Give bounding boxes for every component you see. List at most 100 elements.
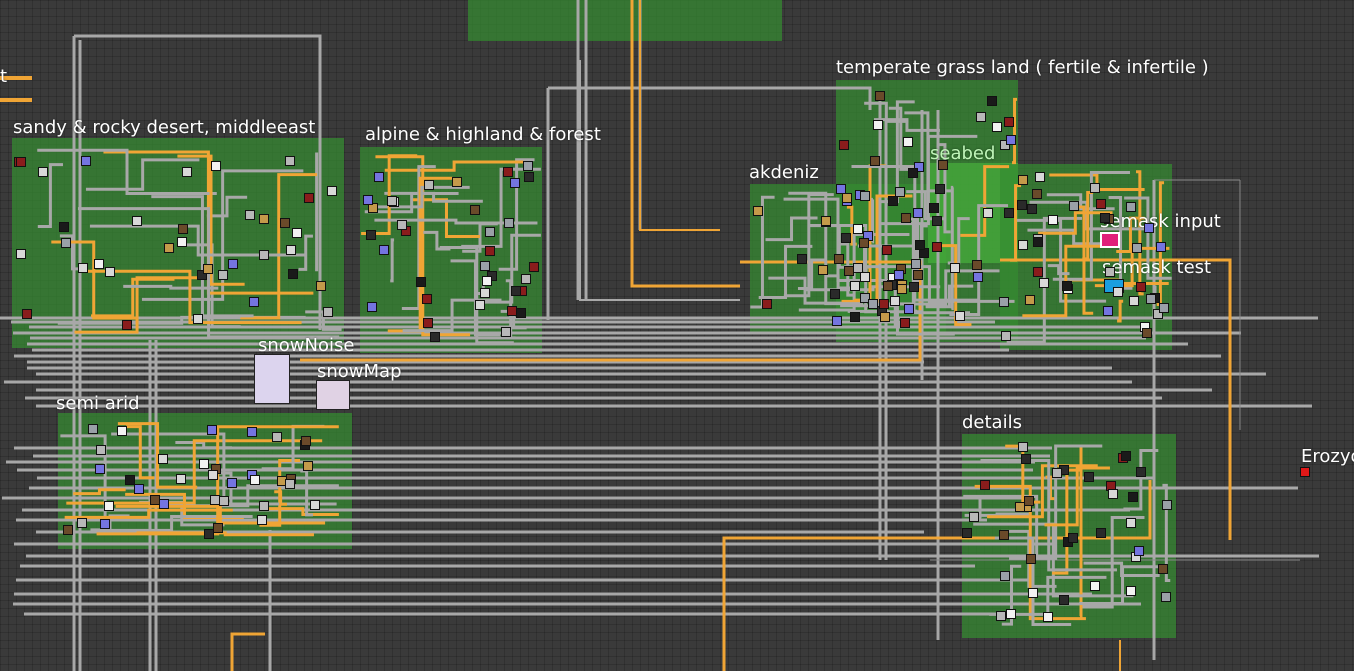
graph-node[interactable]	[853, 263, 863, 273]
graph-node[interactable]	[832, 316, 842, 326]
graph-node[interactable]	[868, 299, 878, 309]
graph-node[interactable]	[909, 282, 919, 292]
graph-node[interactable]	[913, 270, 923, 280]
snow-noise-node[interactable]	[254, 354, 290, 404]
graph-node[interactable]	[316, 281, 326, 291]
graph-node[interactable]	[363, 195, 373, 205]
graph-node[interactable]	[1018, 175, 1028, 185]
graph-node[interactable]	[932, 242, 942, 252]
graph-node[interactable]	[1128, 492, 1138, 502]
graph-node[interactable]	[880, 312, 890, 322]
graph-node[interactable]	[762, 299, 772, 309]
graph-node[interactable]	[842, 193, 852, 203]
graph-node[interactable]	[257, 515, 267, 525]
graph-node[interactable]	[1105, 267, 1115, 277]
graph-node[interactable]	[204, 529, 214, 539]
graph-node[interactable]	[860, 293, 870, 303]
graph-node[interactable]	[1103, 306, 1113, 316]
graph-node[interactable]	[1017, 200, 1027, 210]
graph-node[interactable]	[1043, 612, 1053, 622]
graph-node[interactable]	[511, 286, 521, 296]
graph-node[interactable]	[529, 262, 539, 272]
graph-node[interactable]	[247, 427, 257, 437]
graph-node[interactable]	[888, 196, 898, 206]
graph-node[interactable]	[999, 297, 1009, 307]
graph-node[interactable]	[1126, 202, 1136, 212]
graph-node[interactable]	[134, 484, 144, 494]
graph-node[interactable]	[895, 187, 905, 197]
graph-node[interactable]	[327, 186, 337, 196]
graph-node[interactable]	[875, 91, 885, 101]
graph-node[interactable]	[841, 233, 851, 243]
graph-node[interactable]	[882, 245, 892, 255]
graph-node[interactable]	[374, 172, 384, 182]
graph-node[interactable]	[911, 259, 921, 269]
graph-node[interactable]	[1069, 201, 1079, 211]
graph-node[interactable]	[1032, 189, 1042, 199]
graph-node[interactable]	[387, 196, 397, 206]
graph-node[interactable]	[935, 184, 945, 194]
graph-node[interactable]	[1026, 554, 1036, 564]
graph-node[interactable]	[839, 140, 849, 150]
graph-node[interactable]	[95, 464, 105, 474]
graph-node[interactable]	[1159, 303, 1169, 313]
graph-node[interactable]	[904, 304, 914, 314]
graph-node[interactable]	[1136, 282, 1146, 292]
graph-node[interactable]	[821, 216, 831, 226]
graph-node[interactable]	[203, 264, 213, 274]
graph-node[interactable]	[510, 178, 520, 188]
group-top-green[interactable]	[468, 0, 782, 41]
graph-node[interactable]	[523, 161, 533, 171]
graph-node[interactable]	[104, 501, 114, 511]
graph-node[interactable]	[962, 528, 972, 538]
graph-node[interactable]	[1153, 309, 1163, 319]
graph-node[interactable]	[211, 161, 221, 171]
graph-node[interactable]	[88, 424, 98, 434]
graph-node[interactable]	[1028, 588, 1038, 598]
graph-node[interactable]	[259, 214, 269, 224]
graph-node[interactable]	[834, 254, 844, 264]
graph-node[interactable]	[1052, 468, 1062, 478]
graph-node[interactable]	[853, 224, 863, 234]
graph-node[interactable]	[366, 230, 376, 240]
graph-node[interactable]	[1129, 296, 1139, 306]
graph-node[interactable]	[423, 318, 433, 328]
graph-node[interactable]	[1136, 467, 1146, 477]
graph-node[interactable]	[1004, 117, 1014, 127]
graph-node[interactable]	[480, 288, 490, 298]
graph-node[interactable]	[213, 523, 223, 533]
graph-node[interactable]	[280, 218, 290, 228]
graph-node[interactable]	[976, 112, 986, 122]
graph-node[interactable]	[452, 177, 462, 187]
graph-node[interactable]	[227, 478, 237, 488]
graph-node[interactable]	[1162, 500, 1172, 510]
graph-node[interactable]	[797, 254, 807, 264]
graph-node[interactable]	[1004, 208, 1014, 218]
graph-node[interactable]	[176, 474, 186, 484]
graph-node[interactable]	[1025, 295, 1035, 305]
graph-node[interactable]	[430, 332, 440, 342]
graph-node[interactable]	[1090, 183, 1100, 193]
graph-node[interactable]	[1062, 281, 1072, 291]
graph-node[interactable]	[470, 205, 480, 215]
graph-node[interactable]	[1000, 571, 1010, 581]
graph-node[interactable]	[836, 184, 846, 194]
graph-node[interactable]	[475, 300, 485, 310]
graph-node[interactable]	[310, 500, 320, 510]
graph-node[interactable]	[286, 245, 296, 255]
graph-node[interactable]	[16, 157, 26, 167]
graph-node[interactable]	[521, 274, 531, 284]
graph-node[interactable]	[1033, 237, 1043, 247]
graph-node[interactable]	[424, 180, 434, 190]
graph-node[interactable]	[288, 269, 298, 279]
graph-node[interactable]	[323, 307, 333, 317]
graph-node[interactable]	[1126, 586, 1136, 596]
graph-node[interactable]	[249, 297, 259, 307]
graph-node[interactable]	[182, 167, 192, 177]
graph-node[interactable]	[1068, 533, 1078, 543]
graph-node[interactable]	[873, 120, 883, 130]
graph-node[interactable]	[972, 260, 982, 270]
graph-node[interactable]	[1156, 242, 1166, 252]
graph-node[interactable]	[859, 238, 869, 248]
